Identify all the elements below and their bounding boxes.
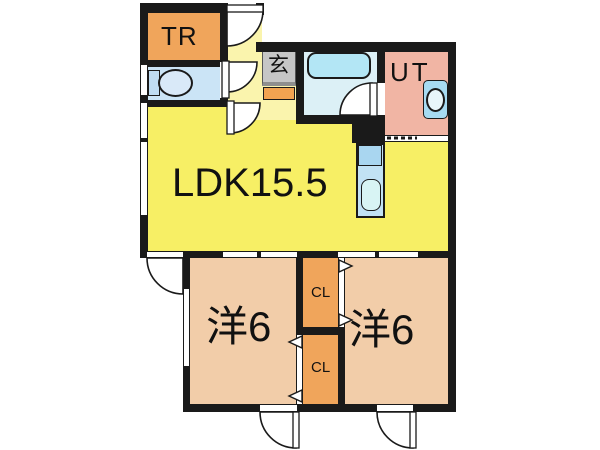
wall (140, 95, 148, 103)
sliding-door-tick (257, 251, 261, 258)
closet-arrow-icon (338, 312, 354, 328)
room-label-bedroom-left: 洋6 (206, 303, 272, 350)
door-arc-bedroom-right-south (376, 411, 414, 449)
bathtub (307, 52, 371, 79)
wall (296, 258, 303, 327)
wall (183, 252, 190, 289)
closet-arrow-icon (287, 334, 303, 350)
door-arc-entrance (226, 9, 264, 47)
closet-arrow-icon (338, 258, 354, 274)
wall (183, 251, 223, 258)
door-leaf-bedroom-right-south (409, 411, 417, 449)
door-arc-bedroom-left-south (259, 411, 297, 449)
room-label-closet-upper: CL (311, 284, 331, 301)
room-label-ut: UT (390, 57, 431, 87)
wall (183, 366, 190, 412)
closet-upper-floor (303, 258, 338, 327)
wall (296, 42, 304, 117)
wall (220, 3, 228, 62)
bedroom-left-floor (190, 258, 296, 404)
wall (140, 100, 228, 107)
shoe-cabinet (263, 87, 295, 100)
door-leaf-toilet (221, 60, 230, 99)
room-label-tr: TR (161, 21, 198, 51)
window-ldk-2 (140, 142, 148, 215)
window-toilet (140, 65, 148, 95)
wall (140, 215, 148, 258)
door-arc-toilet (226, 61, 258, 93)
door-leaf-bedroom-left-south (292, 411, 300, 449)
door-gap-bath (377, 83, 385, 115)
wall (377, 42, 385, 83)
wall (140, 138, 148, 142)
door-leaf-bath (369, 82, 378, 117)
wall (352, 124, 385, 143)
wall (256, 42, 456, 52)
wall (297, 404, 377, 412)
bedroom-right-floor (345, 258, 448, 404)
wall (448, 42, 456, 412)
sliding-door-tick (375, 251, 379, 258)
wall (140, 3, 148, 65)
kitchen-sink (361, 179, 381, 211)
room-label-ldk: LDK15.5 (172, 161, 328, 205)
door-leaf-entrance (226, 4, 264, 13)
washbasin-bowl (426, 88, 445, 112)
wall (140, 3, 228, 13)
closet-lower-floor (303, 335, 338, 404)
wall (140, 60, 228, 67)
wall (296, 115, 385, 124)
closet-arrow-icon (287, 388, 303, 404)
wall (140, 251, 147, 258)
closet-upper-opening (338, 258, 345, 327)
kitchen-counter-top (358, 145, 382, 166)
door-leaf-ldk (226, 100, 235, 135)
window-ldk-1 (140, 103, 148, 138)
wall (297, 251, 338, 258)
room-label-closet-lower: CL (311, 359, 331, 376)
toilet-bowl (158, 69, 193, 97)
genkan-step (262, 46, 296, 86)
window-bedroom-left (183, 289, 190, 366)
room-label-bedroom-right: 洋6 (349, 306, 415, 353)
door-arc-ldk-terrace (146, 257, 184, 295)
wall (296, 327, 345, 335)
door-arc-bath (339, 82, 373, 116)
room-label-genkan: 玄 (268, 54, 289, 77)
wall (413, 404, 456, 412)
wall (338, 335, 345, 404)
wall (183, 404, 260, 412)
closet-lower-opening (296, 335, 303, 404)
wall (418, 251, 456, 258)
